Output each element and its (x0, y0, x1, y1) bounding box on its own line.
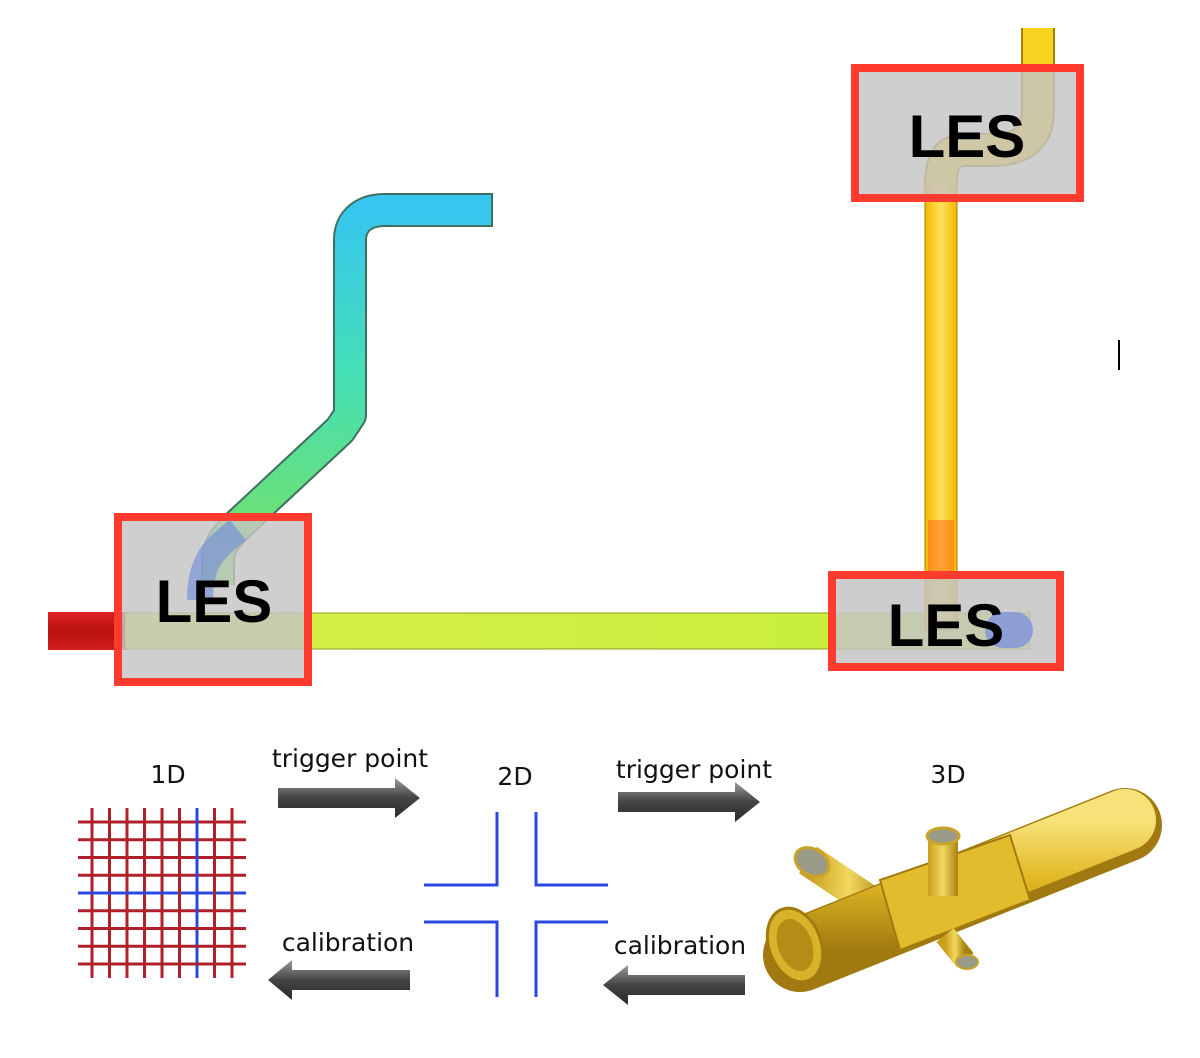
label-3d: 3D (930, 760, 965, 789)
arrow-trigger-2d-3d (618, 782, 760, 822)
label-trigger-point-2: trigger point (616, 755, 772, 784)
cross-2d (424, 812, 608, 997)
label-trigger-point-1: trigger point (272, 744, 428, 773)
les-label-top-right: LES (909, 103, 1026, 170)
label-1d: 1D (150, 760, 185, 789)
grid-1d (78, 808, 246, 978)
text-cursor (1118, 340, 1120, 370)
les-box-bottom-right: LES (828, 571, 1064, 671)
les-label-bottom-left: LES (156, 568, 273, 635)
label-2d: 2D (497, 762, 532, 791)
junction-3d (763, 788, 1162, 992)
label-calibration-2: calibration (614, 931, 746, 960)
les-label-bottom-right: LES (888, 592, 1005, 659)
label-calibration-1: calibration (282, 928, 414, 957)
les-box-top-right: LES (851, 64, 1084, 202)
les-box-bottom-left: LES (114, 513, 312, 686)
arrow-calibration-2d-1d (268, 960, 410, 1000)
arrow-trigger-1d-2d (278, 778, 420, 818)
arrow-calibration-3d-2d (603, 965, 745, 1005)
